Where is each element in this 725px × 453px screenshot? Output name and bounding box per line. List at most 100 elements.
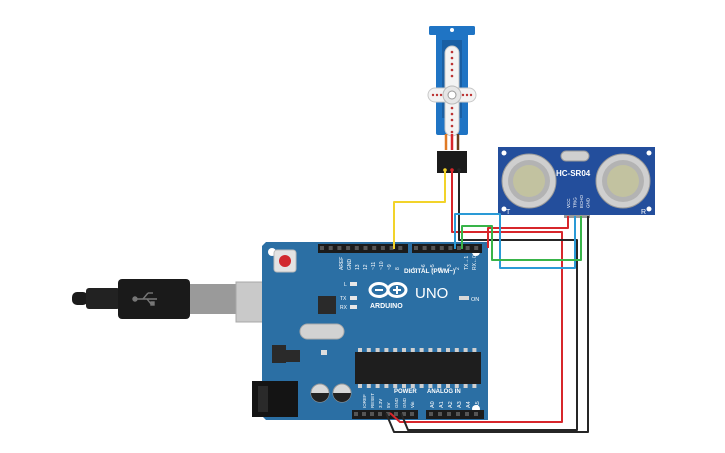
digital-pin-label: 4 [438, 267, 444, 270]
chip-pin [472, 384, 477, 388]
digital-pin-label: ~5 [430, 264, 436, 270]
horn-hole [450, 106, 454, 110]
led-tx-label: TX [340, 296, 347, 302]
atmega-chip-pins [358, 348, 477, 388]
power-pin-label: GND [402, 397, 407, 408]
horn-hole [465, 93, 469, 97]
horn-hole [450, 56, 454, 60]
analog-pin-label: A5 [475, 401, 481, 408]
power-pin-hole [378, 412, 382, 416]
digital-pin-label: TX→1 [464, 256, 470, 270]
horn-hole [461, 93, 465, 97]
horn-hole [450, 130, 454, 134]
chip-pin [454, 348, 459, 352]
chip-pin [384, 384, 389, 388]
power-pin-hole [402, 412, 406, 416]
bottom-pin-holes [354, 412, 478, 416]
led-rx [350, 305, 357, 309]
chip-pin [393, 384, 398, 388]
on-led [459, 296, 469, 300]
chip-pin [410, 384, 415, 388]
dc-jack-inner [258, 386, 268, 412]
power-pin-label: 3.3V [378, 399, 383, 408]
digital-pin-hole [448, 246, 453, 250]
sensor-pin-strip [564, 215, 590, 218]
analog-pin-label: A1 [439, 401, 445, 408]
chip-pin [393, 348, 398, 352]
digital-pin-hole [380, 246, 385, 250]
power-pin-hole [354, 412, 358, 416]
chip-pin [437, 348, 442, 352]
digital-pin-hole [389, 246, 394, 250]
voltage-regulator [272, 345, 286, 363]
capacitor-2-band [333, 393, 351, 402]
analog-pin-label: A3 [457, 401, 463, 408]
horn-hole [450, 50, 454, 54]
analog-pin-hole [456, 412, 460, 416]
led-rx-label: RX [340, 305, 348, 311]
usb-cable-strain [86, 288, 120, 309]
digital-pin-label: ~3 [447, 264, 453, 270]
sensor-crystal [560, 150, 590, 162]
digital-pin-hole [431, 246, 436, 250]
reset-button-cap[interactable] [279, 255, 291, 267]
sensor-receiver [595, 153, 651, 209]
horn-hole [450, 112, 454, 116]
power-pin-hole [386, 412, 390, 416]
chip-pin [446, 384, 450, 388]
analog-pin-hole [474, 412, 478, 416]
digital-pin-hole [474, 246, 479, 250]
horn-hole [439, 93, 443, 97]
capacitor-1-band [311, 393, 329, 402]
analog-pin-hole [465, 412, 469, 416]
analog-pin-label: A2 [448, 401, 454, 408]
chip-pin [358, 348, 362, 352]
chip-pin [402, 348, 406, 352]
gnd-label: GND [347, 259, 353, 271]
horn-hole [450, 68, 454, 72]
usb-cable-end [72, 292, 88, 305]
digital-pin-label: ~6 [421, 264, 427, 270]
wire-sensor-vcc [487, 216, 569, 248]
crystal-oscillator [299, 323, 345, 340]
sensor-t-mark: T [506, 209, 511, 216]
usb-icon [132, 292, 157, 306]
chip-pin [463, 348, 468, 352]
horn-hole [450, 62, 454, 66]
chip-pin [472, 348, 477, 352]
chip-pin [428, 348, 433, 352]
chip-pin [428, 384, 433, 388]
smd-component [321, 350, 327, 355]
logo-plus-v [396, 286, 398, 294]
horn-hole [450, 74, 454, 78]
digital-pin-hole [337, 246, 342, 250]
sensor-pin-label: TRIG [573, 197, 578, 208]
digital-header-right [412, 244, 482, 253]
servo-connector [437, 151, 467, 173]
servo-horn-holes [431, 50, 473, 134]
chip-pin [366, 384, 371, 388]
chip-pin [384, 348, 389, 352]
chip-pin [358, 384, 362, 388]
on-label: ON [471, 297, 479, 303]
sensor-pin-label: VCC [566, 198, 571, 208]
horn-hole [450, 118, 454, 122]
wire-servo-ground [400, 170, 578, 431]
digital-pin-label: ~10 [379, 261, 385, 270]
chip-pin [366, 348, 371, 352]
wire-sensor-ground [385, 216, 589, 433]
sensor-label: HC-SR04 [556, 169, 591, 178]
analog-header [426, 410, 484, 419]
servo-mount-hole [450, 28, 454, 32]
digital-pin-hole [372, 246, 377, 250]
led-l [350, 282, 357, 286]
power-pin-label: 5V [386, 402, 391, 408]
chip-pin [446, 348, 450, 352]
digital-pin-label: 12 [363, 264, 369, 270]
digital-pin-hole [398, 246, 403, 250]
digital-header-left [318, 244, 408, 253]
